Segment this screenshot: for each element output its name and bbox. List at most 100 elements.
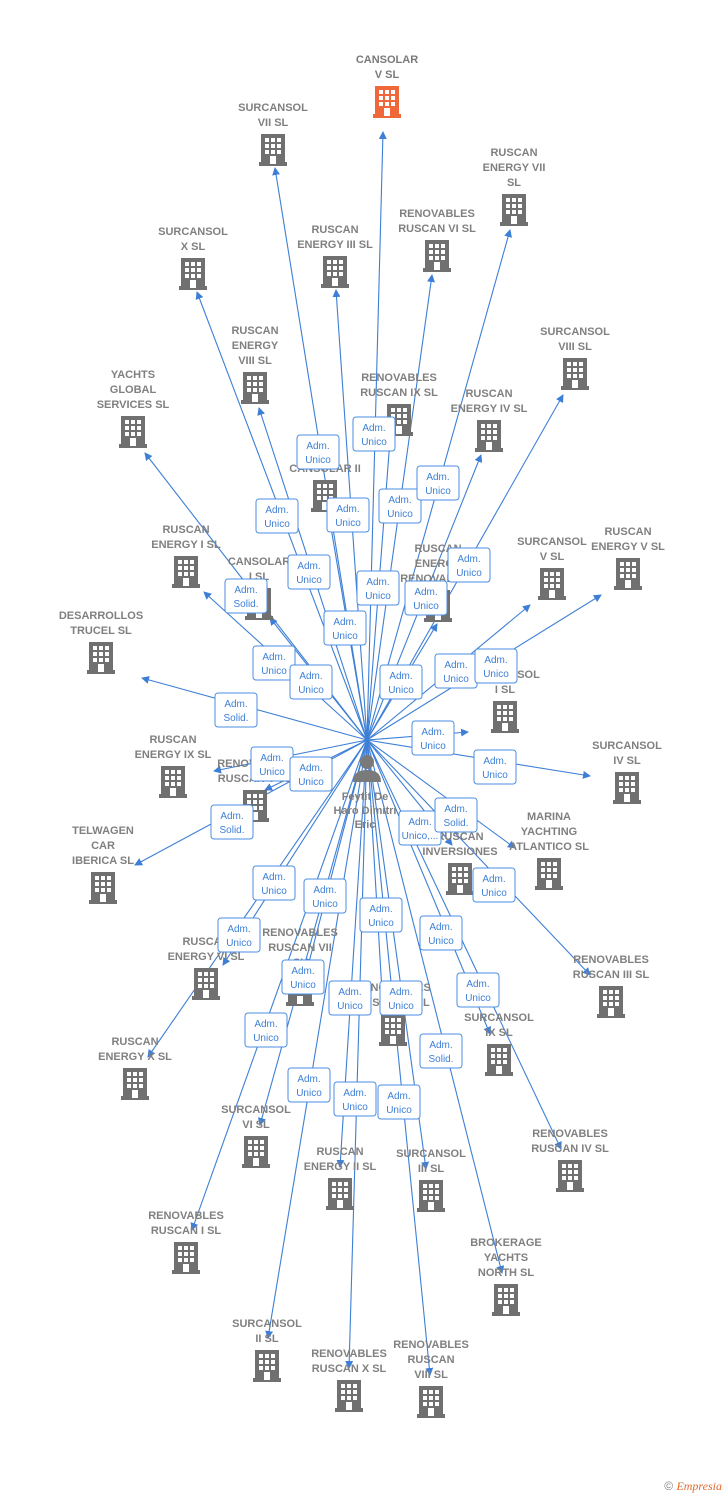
edge-label-brokerage-yachts[interactable]: Adm.Solid. bbox=[419, 1033, 463, 1069]
edge-label-renovables-ruscan-vi[interactable]: Adm.Unico bbox=[378, 488, 422, 524]
company-label: MARINA bbox=[527, 811, 571, 823]
edge-label-ruscan-energy-i[interactable]: Adm.Unico bbox=[252, 645, 296, 681]
edge-label-text: Adm. bbox=[262, 652, 285, 663]
edge-label-renovables-ruscan-i[interactable]: Adm.Unico bbox=[244, 1012, 288, 1048]
edge-label-ruscan-energy-ii[interactable]: Adm.Unico bbox=[328, 980, 372, 1016]
edge-label-box bbox=[456, 972, 500, 1008]
edge-label-text: Adm. bbox=[426, 472, 449, 483]
edge-label-text: Unico bbox=[388, 1001, 414, 1012]
edge-label-surcansol-ix[interactable]: Adm.Unico bbox=[419, 915, 463, 951]
edge-label-renovables-ruscan-viii[interactable]: Adm.Unico bbox=[377, 1084, 421, 1120]
brand-logo[interactable]: Empresia bbox=[676, 1479, 722, 1493]
company-label: X SL bbox=[181, 241, 206, 253]
edge-label-cansolar-i[interactable]: Adm.Unico bbox=[289, 664, 333, 700]
edge-label-ruscan-energy-iii[interactable]: Adm.Unico bbox=[326, 497, 370, 533]
edge-label-cansolar-v[interactable]: Adm.Unico bbox=[352, 416, 396, 452]
edge-label-surcansol-v[interactable]: Adm.Unico bbox=[474, 648, 518, 684]
person-node[interactable]: Feytit De Haro Dimitri Eric bbox=[334, 755, 397, 831]
edge-label-ruscan-energy-v[interactable]: Adm.Unico bbox=[379, 664, 423, 700]
company-label: VIII SL bbox=[238, 355, 272, 367]
edge-label-text: Adm. bbox=[262, 872, 285, 883]
edge-label-renovables-ruscan-iv[interactable]: Adm.Unico bbox=[456, 972, 500, 1008]
edge-label-ruscan-energy-ix[interactable]: Adm.Unico bbox=[250, 746, 294, 782]
edge-label-text: Adm. bbox=[389, 671, 412, 682]
edge-label-text: Unico bbox=[413, 601, 439, 612]
edge-label-renovables-ruscan-ii[interactable]: Adm.Unico bbox=[359, 897, 403, 933]
edge-label-surcansol-viii[interactable]: Adm.Unico bbox=[416, 465, 460, 501]
company-label: II SL bbox=[255, 1333, 279, 1345]
company-label: IBERICA SL bbox=[72, 855, 134, 867]
edge-label-surcansol-ii[interactable]: Adm.Unico bbox=[287, 1067, 331, 1103]
edge-label-surcansol-vii[interactable]: Adm.Unico bbox=[296, 434, 340, 470]
building-icon bbox=[485, 1044, 513, 1076]
edge-label-surcansol-iv[interactable]: Adm.Unico bbox=[473, 749, 517, 785]
building-icon bbox=[379, 1014, 407, 1046]
building-icon bbox=[119, 416, 147, 448]
edge-label-desarrollos-trucel[interactable]: Adm.Solid. bbox=[214, 692, 258, 728]
edge-label-ruscan-energy-iv[interactable]: Adm.Unico bbox=[404, 580, 448, 616]
edge-label-text: Adm. bbox=[483, 756, 506, 767]
edge-label-box bbox=[434, 797, 478, 833]
edge-label-renovables-ruscan-iii[interactable]: Adm.Unico bbox=[472, 867, 516, 903]
company-label: IV SL bbox=[613, 755, 641, 767]
edge-label-ruscan-energy-x[interactable]: Adm.Unico bbox=[217, 917, 261, 953]
edge-label-ruscan-inversiones[interactable]: Adm.Unico,... bbox=[398, 810, 442, 846]
company-label: RENOVABLES bbox=[393, 1339, 469, 1351]
edge-label-renovables-ruscan-ix[interactable]: Adm.Unico bbox=[356, 570, 400, 606]
edge-label-ruscan-energy-vii[interactable]: Adm.Unico bbox=[447, 547, 491, 583]
edge-label-renovables-ruscan-v[interactable]: Adm.Unico bbox=[289, 756, 333, 792]
edge-label-renovables-ruscan-x[interactable]: Adm.Unico bbox=[333, 1081, 377, 1117]
edge-label-surcansol-vi[interactable]: Adm.Unico bbox=[281, 959, 325, 995]
edge-label-ruscan-energy-viii[interactable]: Adm.Unico bbox=[287, 554, 331, 590]
edge-label-text: Adm. bbox=[306, 441, 329, 452]
edge-label-renovables-ruscan-mid[interactable]: Adm.Unico bbox=[434, 653, 478, 689]
company-label: YACHTS bbox=[484, 1252, 528, 1264]
edge-label-cansolar-ii[interactable]: Adm.Unico bbox=[323, 610, 367, 646]
edge-label-marina-yachting[interactable]: Adm.Solid. bbox=[434, 797, 478, 833]
building-icon bbox=[192, 968, 220, 1000]
edge-label-text: Adm. bbox=[336, 504, 359, 515]
edge-label-ruscan-energy-vi[interactable]: Adm.Unico bbox=[252, 865, 296, 901]
edge-label-surcansol-iii[interactable]: Adm.Unico bbox=[379, 980, 423, 1016]
footer: © Empresia bbox=[664, 1479, 722, 1494]
edge-label-renovables-ruscan-vii[interactable]: Adm.Unico bbox=[303, 878, 347, 914]
edge-label-yachts-global[interactable]: Adm.Solid. bbox=[224, 578, 268, 614]
building-icon bbox=[597, 986, 625, 1018]
edge-label-surcansol-x[interactable]: Adm.Unico bbox=[255, 498, 299, 534]
edge-label-surcansol-i[interactable]: Adm.Unico bbox=[411, 720, 455, 756]
edge-label-telwagen[interactable]: Adm.Solid. bbox=[210, 804, 254, 840]
person-label-3: Eric bbox=[355, 819, 376, 831]
